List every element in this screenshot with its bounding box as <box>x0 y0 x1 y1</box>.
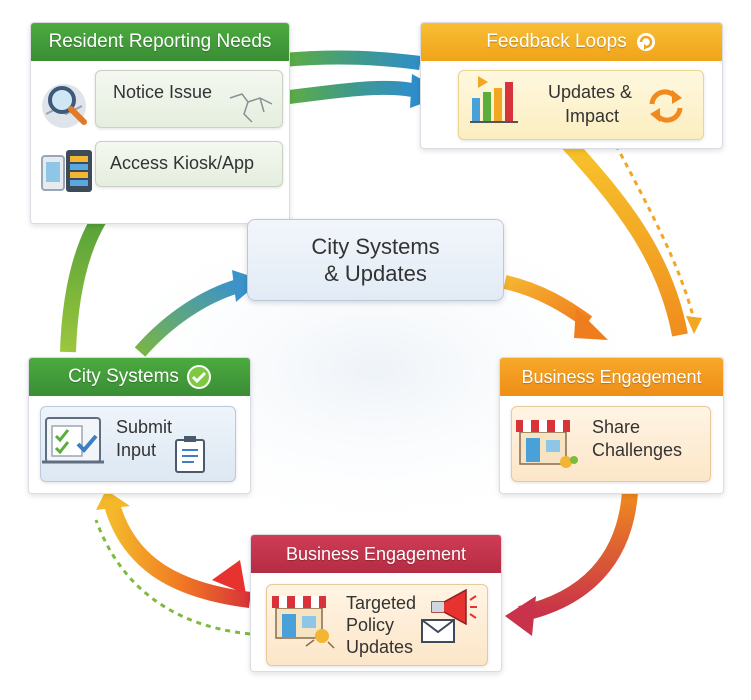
city-systems-header: City Systems <box>29 358 250 396</box>
targeted-line1: Targeted <box>346 593 417 613</box>
notice-issue-label: Notice Issue <box>113 82 213 102</box>
arrow-inner-left <box>134 279 241 357</box>
storefront-megaphone-icon <box>272 596 335 649</box>
storefront-icon <box>516 420 578 468</box>
submit-line2: Input <box>116 440 157 460</box>
resident-header-title: Resident Reporting Needs <box>48 31 272 52</box>
resident-header: Resident Reporting Needs <box>31 23 289 61</box>
refresh-icon <box>636 33 655 51</box>
arrow-right-down <box>559 134 688 337</box>
feedback-header: Feedback Loops <box>421 23 722 61</box>
arrow-head-into-bottom <box>212 560 246 594</box>
updates-line2: Impact <box>565 106 620 126</box>
arrow-head-right-bottom <box>505 596 536 636</box>
submit-line1: Submit <box>116 417 173 437</box>
kiosk-phone-icon <box>41 150 92 192</box>
refresh-arrows-icon <box>649 89 683 123</box>
center-node[interactable]: City Systems & Updates <box>247 219 504 301</box>
arrow-right-dotted <box>614 144 696 321</box>
notice-issue-card[interactable] <box>95 70 283 128</box>
business-bottom-header-title: Business Engagement <box>285 543 467 564</box>
magnifier-crack-icon <box>42 84 87 128</box>
feedback-header-title: Feedback Loops <box>486 31 627 52</box>
arrow-head-inner-right <box>574 308 608 340</box>
center-line1: City Systems <box>311 234 440 259</box>
business-right-header: Business Engagement <box>500 358 723 396</box>
city-systems-header-title: City Systems <box>68 366 179 387</box>
share-line2: Challenges <box>592 440 683 460</box>
business-bottom-header: Business Engagement <box>251 535 501 573</box>
bar-chart-icon <box>470 76 518 123</box>
check-badge-icon <box>186 365 211 389</box>
arrow-head-right-dotted <box>686 316 702 334</box>
updates-line1: Updates & <box>548 82 633 102</box>
megaphone-icon <box>431 588 477 626</box>
checklist-clipboard-icon <box>42 417 104 464</box>
targeted-line2: Policy <box>346 615 395 635</box>
crack-icon <box>229 93 273 123</box>
arrow-top-lower <box>281 80 414 105</box>
center-line2: & Updates <box>324 261 427 286</box>
clipboard-icon <box>175 436 205 473</box>
business-right-header-title: Business Engagement <box>521 366 702 387</box>
arrow-head-bottom-left <box>96 490 130 510</box>
arrow-right-bottom <box>518 491 638 622</box>
access-kiosk-label: Access Kiosk/App <box>110 153 255 173</box>
arrow-bottom-left <box>104 502 251 608</box>
access-kiosk-card[interactable] <box>95 141 283 187</box>
share-line1: Share <box>592 417 641 437</box>
arrow-top-upper <box>281 50 421 70</box>
targeted-line3: Updates <box>346 637 414 657</box>
envelope-icon <box>421 619 455 643</box>
